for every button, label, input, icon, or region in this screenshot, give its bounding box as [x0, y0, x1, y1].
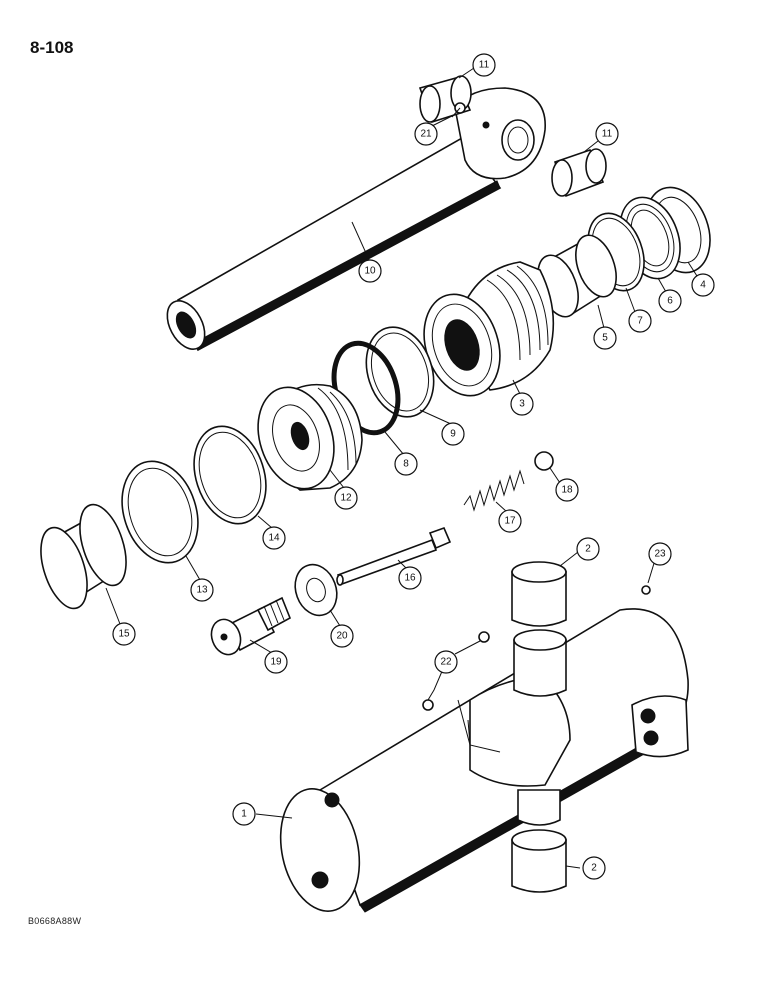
callout-text: 6 [667, 296, 673, 307]
callout-text: 5 [602, 333, 608, 344]
callout-17: 17 [498, 509, 522, 533]
piston-rod [166, 87, 546, 352]
callout-text: 21 [420, 129, 432, 140]
callout-10: 10 [358, 259, 382, 283]
gland [423, 261, 555, 397]
callout-text: 15 [118, 629, 130, 640]
callout-text: 10 [364, 266, 376, 277]
cylinder-barrel [279, 608, 689, 913]
callout-1: 1 [232, 802, 256, 826]
callout-9: 9 [441, 422, 465, 446]
base-bushing-top [511, 561, 567, 627]
callout-7: 7 [628, 309, 652, 333]
grease-fitting-rod [451, 102, 466, 118]
callout-text: 7 [637, 316, 643, 327]
piston-wear-ring [40, 503, 127, 610]
callout-text: 9 [450, 429, 456, 440]
callout-18: 18 [555, 478, 579, 502]
check-ball [534, 451, 554, 471]
callout-22: 22 [434, 650, 458, 674]
callout-14: 14 [262, 526, 286, 550]
callout-11-right: 11 [595, 122, 619, 146]
callout-text: 16 [404, 573, 416, 584]
piston [257, 383, 363, 491]
callout-text: 13 [196, 585, 208, 596]
callout-text: 12 [340, 493, 352, 504]
valve-stem [336, 526, 452, 586]
callout-19: 19 [264, 650, 288, 674]
callout-text: 4 [700, 280, 706, 291]
callout-text: 20 [336, 631, 348, 642]
grease-fitting-left [422, 699, 434, 711]
callout-12: 12 [334, 486, 358, 510]
callout-text: 2 [591, 863, 597, 874]
callout-8: 8 [394, 452, 418, 476]
callout-text: 22 [440, 657, 452, 668]
washer [294, 563, 338, 617]
callout-text: 18 [561, 485, 573, 496]
piston-ring [121, 460, 199, 564]
spring [463, 469, 525, 512]
callout-text: 17 [504, 516, 516, 527]
callout-text: 14 [268, 533, 280, 544]
grease-fitting-center [478, 631, 490, 643]
callout-text: 3 [519, 399, 525, 410]
callout-5: 5 [593, 326, 617, 350]
callout-text: 1 [241, 809, 247, 820]
page-number: 8-108 [30, 38, 74, 57]
callout-text: 11 [479, 60, 490, 71]
callout-text: 2 [585, 544, 591, 555]
grease-fitting-right [641, 585, 651, 595]
callout-text: 8 [403, 459, 409, 470]
callout-13: 13 [190, 578, 214, 602]
bushing-right [551, 148, 607, 198]
callout-text: 23 [654, 549, 666, 560]
callout-6: 6 [658, 289, 682, 313]
callout-21: 21 [414, 122, 438, 146]
figure-code: B0668A88W [28, 916, 82, 926]
callout-15: 15 [112, 622, 136, 646]
plug [210, 596, 292, 656]
callout-3: 3 [510, 392, 534, 416]
base-bushing-bottom [511, 829, 567, 893]
piston-seal-ring [193, 425, 267, 525]
leader-lines [105, 67, 698, 869]
callout-23: 23 [648, 542, 672, 566]
callout-text: 19 [270, 657, 282, 668]
callout-text: 11 [602, 129, 613, 140]
gland-backup-ring [365, 326, 435, 418]
callout-2-lower: 2 [582, 856, 606, 880]
callout-16: 16 [398, 566, 422, 590]
callout-2-upper: 2 [576, 537, 600, 561]
callout-4: 4 [691, 273, 715, 297]
callout-11-upper: 11 [472, 53, 496, 77]
callout-20: 20 [330, 624, 354, 648]
